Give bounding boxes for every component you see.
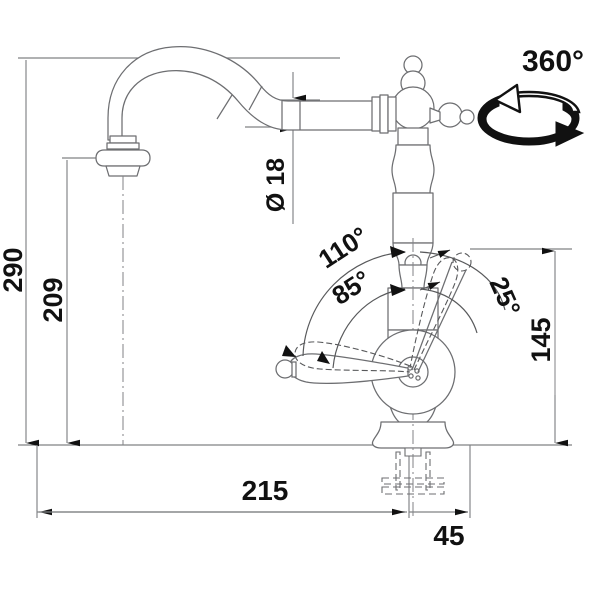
arc-110-pointer-raised: [429, 249, 451, 259]
mount-stud-right: [425, 451, 431, 491]
mount-plate-lower: [381, 486, 445, 495]
arrowhead-110-end-left: [282, 345, 296, 357]
valve-side-link: [429, 107, 441, 124]
spout-joint-1: [216, 94, 233, 120]
handle-lowered-collar: [291, 361, 297, 378]
pivot-hole-3: [408, 373, 414, 379]
arrowhead-110-left: [390, 246, 406, 258]
aerator-collar-2: [106, 142, 140, 150]
handle-raised-axis-2: [417, 269, 467, 373]
mounting-hardware-solid: [404, 447, 422, 457]
aerator-tip: [105, 165, 141, 177]
spout-tube: [107, 46, 379, 141]
mounting-hardware: [381, 451, 445, 495]
rotation-loop-icon: [477, 83, 585, 147]
arc-swing-110: [302, 249, 406, 357]
lever-handle-ghost-positions: [294, 252, 472, 373]
spout-joint-2: [248, 85, 263, 111]
mount-stud-left: [395, 451, 401, 491]
valve-collar-ring-1: [371, 96, 381, 132]
valve-head: [371, 55, 475, 134]
column-bulge-upper: [391, 144, 435, 194]
arc-swing-110-right: [419, 251, 506, 311]
valve-collar-ring-2: [379, 94, 389, 134]
spout-outer-profile: [107, 46, 379, 141]
handle-raised-axis-1: [411, 261, 453, 371]
valve-body-ball: [391, 86, 435, 130]
dimension-lines-group: [18, 57, 572, 518]
arrowhead-85-left: [390, 284, 406, 296]
valve-side-cap: [459, 109, 475, 125]
pivot-hole-4: [415, 375, 421, 381]
rotation-badge: 360°: [477, 45, 585, 147]
column-mid-barrel: [392, 192, 434, 244]
handle-lowered-ball: [275, 359, 295, 379]
faucet-outline-group: [95, 46, 475, 449]
label-offset-45: 45: [433, 520, 464, 551]
rotation-arrowhead-right: [555, 121, 585, 147]
mount-plate-upper: [381, 477, 445, 485]
arrowhead-85-end-left: [317, 351, 330, 364]
label-height-290: 290: [0, 247, 28, 292]
column-top-band: [397, 127, 429, 146]
label-height-209: 209: [38, 277, 68, 322]
label-bore-diameter: Ø 18: [262, 158, 290, 212]
arc-25-pointer: [419, 281, 441, 291]
rotation-arrowhead-left: [493, 83, 522, 114]
dimension-labels-group: 290 209 Ø 18 145 215 45: [0, 158, 556, 551]
arc-arrowheads-group: [282, 246, 406, 364]
valve-collar-ring-3: [387, 96, 397, 132]
handle-ghost-raised-ball: [452, 252, 472, 272]
handle-ghost-lowered-alt: [294, 341, 411, 373]
mount-nut: [404, 447, 422, 457]
aerator-collar-1: [109, 135, 137, 144]
aerator-bulb: [95, 149, 151, 167]
aerator: [95, 135, 151, 177]
arc-swing-85-right: [420, 288, 478, 334]
rotation-badge-label: 360°: [522, 45, 584, 78]
lever-handle-raised: [411, 261, 467, 373]
label-height-145: 145: [526, 317, 556, 362]
valve-side-ball: [437, 102, 463, 128]
label-reach-215: 215: [242, 475, 289, 506]
